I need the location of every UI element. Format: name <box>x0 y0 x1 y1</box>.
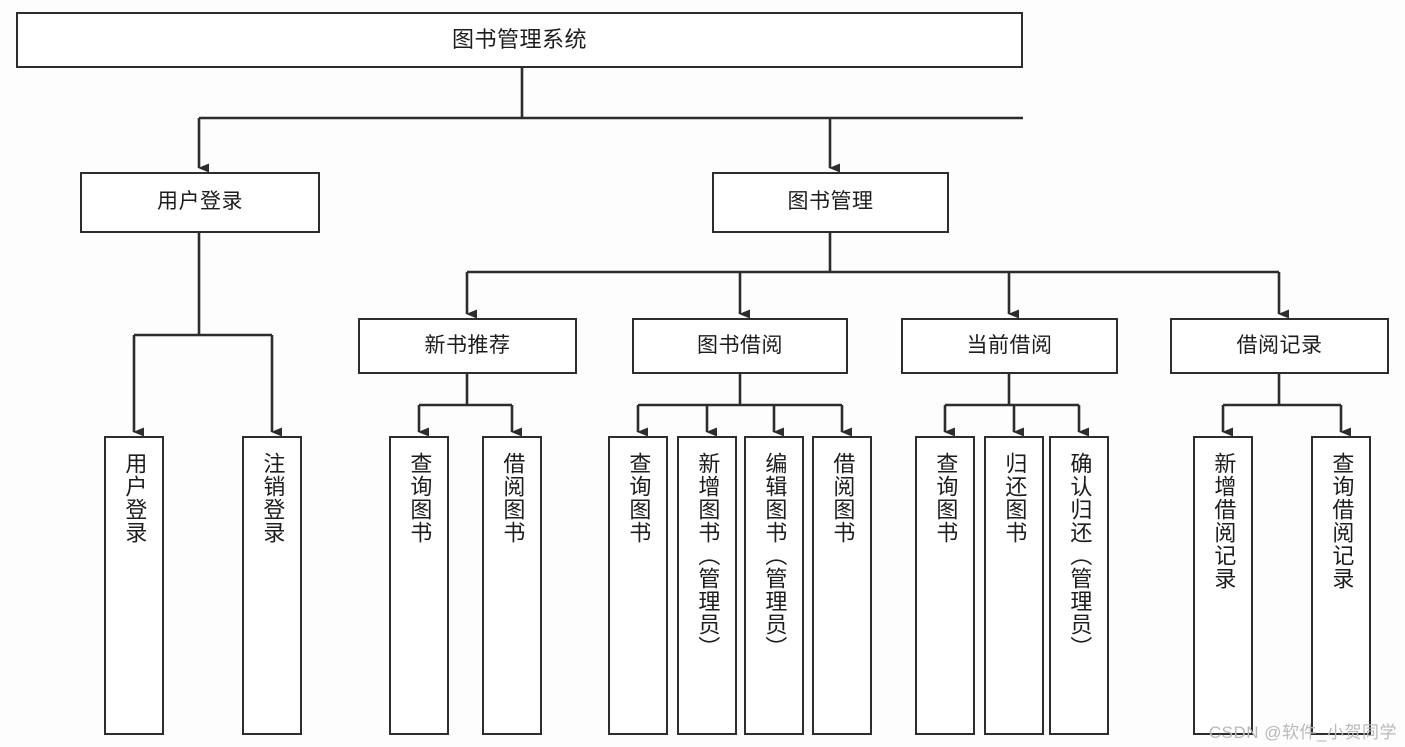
node-user-login[interactable]: 用户登录 <box>80 172 320 233</box>
node-label: 用户登录 <box>157 190 243 214</box>
node-label: 查询图书 <box>626 452 652 544</box>
node-label: 查询图书 <box>933 452 959 544</box>
node-leaf-borrow-book-1[interactable]: 借阅图书 <box>482 436 542 735</box>
node-label: 编辑图书（管理员） <box>762 452 788 659</box>
node-new-book-recommend[interactable]: 新书推荐 <box>358 318 577 374</box>
node-current-borrow[interactable]: 当前借阅 <box>901 318 1118 374</box>
node-leaf-query-book-3[interactable]: 查询图书 <box>915 436 975 735</box>
node-label: 用户登录 <box>122 452 148 544</box>
node-leaf-borrow-book-2[interactable]: 借阅图书 <box>812 436 872 735</box>
node-leaf-confirm-return[interactable]: 确认归还（管理员） <box>1049 436 1109 735</box>
node-label: 新增借阅记录 <box>1211 452 1237 590</box>
node-book-management[interactable]: 图书管理 <box>712 172 949 233</box>
node-borrow-record[interactable]: 借阅记录 <box>1170 318 1389 374</box>
node-leaf-query-borrow-record[interactable]: 查询借阅记录 <box>1311 436 1371 735</box>
node-label: 借阅记录 <box>1236 333 1323 357</box>
node-label: 借阅图书 <box>500 452 526 544</box>
node-leaf-query-book-2[interactable]: 查询图书 <box>608 436 668 735</box>
node-label: 注销登录 <box>260 452 286 544</box>
node-book-borrow[interactable]: 图书借阅 <box>632 318 848 374</box>
node-label: 借阅图书 <box>830 452 856 544</box>
node-label: 归还图书 <box>1002 452 1028 544</box>
node-leaf-query-book-1[interactable]: 查询图书 <box>389 436 449 735</box>
node-label: 新书推荐 <box>424 333 511 357</box>
node-label: 图书管理系统 <box>451 27 587 53</box>
node-root-book-management-system[interactable]: 图书管理系统 <box>16 12 1023 68</box>
node-leaf-user-login[interactable]: 用户登录 <box>104 436 164 735</box>
node-label: 查询借阅记录 <box>1329 452 1355 590</box>
node-label: 新增图书（管理员） <box>695 452 721 659</box>
node-leaf-return-book[interactable]: 归还图书 <box>984 436 1044 735</box>
node-label: 图书管理 <box>787 190 874 214</box>
node-leaf-edit-book[interactable]: 编辑图书（管理员） <box>744 436 804 735</box>
node-label: 图书借阅 <box>697 333 783 357</box>
node-label: 查询图书 <box>407 452 433 544</box>
watermark-text: CSDN @软件_小贺同学 <box>1208 723 1397 742</box>
node-leaf-add-book[interactable]: 新增图书（管理员） <box>677 436 737 735</box>
node-label: 当前借阅 <box>966 333 1053 357</box>
node-leaf-logout-login[interactable]: 注销登录 <box>242 436 302 735</box>
node-label: 确认归还（管理员） <box>1067 452 1093 659</box>
node-leaf-add-borrow-record[interactable]: 新增借阅记录 <box>1193 436 1253 735</box>
